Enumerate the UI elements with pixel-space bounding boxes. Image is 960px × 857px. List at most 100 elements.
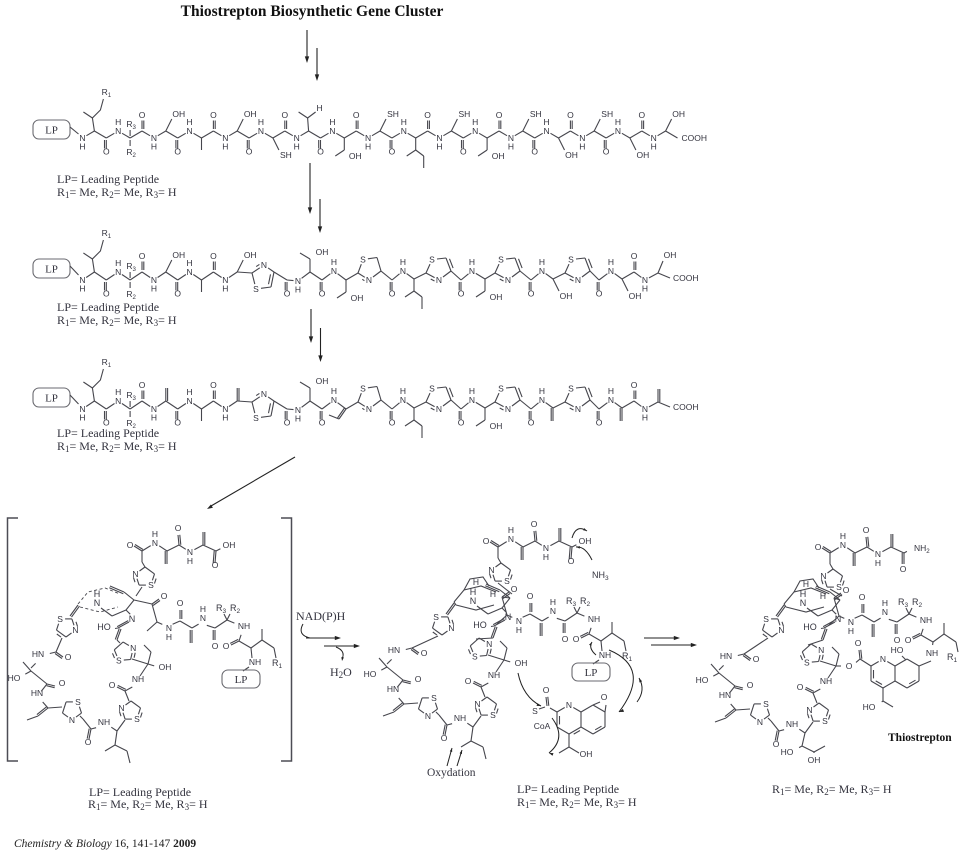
svg-text:O: O: [389, 418, 396, 428]
svg-text:H: H: [472, 117, 478, 127]
svg-text:H: H: [115, 387, 121, 397]
svg-text:OH: OH: [565, 150, 578, 160]
svg-text:LP= Leading Peptide: LP= Leading Peptide: [57, 172, 159, 186]
svg-text:O: O: [389, 147, 396, 157]
svg-text:H: H: [608, 386, 614, 396]
svg-text:Thiostrepton: Thiostrepton: [888, 732, 952, 744]
svg-text:S: S: [504, 576, 510, 586]
svg-text:N: N: [880, 654, 886, 664]
svg-text:H: H: [608, 257, 614, 267]
svg-text:S: S: [433, 612, 439, 622]
svg-text:N: N: [882, 607, 888, 617]
svg-text:N: N: [366, 404, 372, 414]
svg-text:S: S: [134, 714, 140, 724]
svg-text:N: N: [806, 705, 812, 715]
svg-text:O: O: [421, 648, 428, 658]
svg-text:N: N: [757, 717, 763, 727]
svg-text:OH: OH: [316, 376, 329, 386]
svg-text:S: S: [763, 699, 769, 709]
svg-text:H: H: [222, 413, 228, 423]
svg-text:H: H: [258, 117, 264, 127]
svg-text:H: H: [79, 413, 85, 423]
svg-text:H: H: [79, 142, 85, 152]
svg-text:H: H: [508, 142, 514, 152]
svg-text:N: N: [474, 699, 480, 709]
svg-text:SH: SH: [458, 109, 470, 119]
svg-text:OH: OH: [560, 291, 573, 301]
svg-text:O: O: [631, 380, 638, 390]
svg-text:OH: OH: [515, 658, 528, 668]
svg-text:N: N: [329, 126, 335, 136]
svg-text:O: O: [511, 584, 518, 594]
svg-text:H: H: [543, 552, 549, 562]
svg-text:N: N: [840, 540, 846, 550]
svg-text:N: N: [152, 538, 158, 548]
svg-text:O: O: [161, 591, 168, 601]
svg-text:HN: HN: [387, 684, 399, 694]
svg-text:O: O: [127, 540, 134, 550]
svg-text:O: O: [319, 418, 326, 428]
svg-text:O: O: [528, 289, 535, 299]
svg-text:H: H: [803, 579, 809, 589]
svg-text:O: O: [177, 598, 184, 608]
svg-text:H: H: [544, 117, 550, 127]
svg-text:O: O: [496, 110, 503, 120]
svg-text:O: O: [531, 519, 538, 529]
svg-text:LP: LP: [45, 125, 58, 137]
svg-text:H: H: [401, 117, 407, 127]
svg-text:H: H: [329, 117, 335, 127]
svg-text:HN: HN: [388, 645, 400, 655]
svg-text:R1= Me, R2= Me, R3= H: R1= Me, R2= Me, R3= H: [517, 795, 637, 810]
svg-text:S: S: [822, 716, 828, 726]
svg-text:O: O: [441, 733, 448, 743]
svg-text:S: S: [568, 384, 574, 394]
svg-text:N: N: [115, 267, 121, 277]
svg-text:H: H: [436, 142, 442, 152]
svg-text:O: O: [483, 536, 490, 546]
svg-text:R1= Me, R2= Me, R3= H: R1= Me, R2= Me, R3= H: [57, 439, 177, 454]
svg-text:S: S: [253, 284, 259, 294]
svg-text:N: N: [544, 126, 550, 136]
svg-text:LP: LP: [45, 264, 58, 276]
svg-text:N: N: [187, 126, 193, 136]
svg-text:N: N: [486, 639, 492, 649]
svg-text:O: O: [797, 682, 804, 692]
svg-text:N: N: [129, 614, 136, 624]
svg-text:H: H: [115, 258, 121, 268]
svg-text:S: S: [75, 697, 81, 707]
svg-text:S: S: [431, 693, 437, 703]
svg-text:O: O: [139, 380, 146, 390]
svg-text:S: S: [836, 582, 842, 592]
svg-text:O: O: [846, 661, 853, 671]
svg-text:O: O: [210, 110, 217, 120]
svg-text:N: N: [539, 266, 545, 276]
svg-text:O: O: [573, 634, 580, 644]
svg-text:HN: HN: [32, 649, 44, 659]
svg-text:O: O: [458, 289, 465, 299]
svg-text:N: N: [575, 275, 581, 285]
svg-text:NH: NH: [98, 717, 110, 727]
svg-text:N: N: [258, 126, 264, 136]
svg-text:S: S: [253, 413, 259, 423]
svg-text:HO: HO: [803, 622, 817, 632]
svg-text:OH: OH: [244, 250, 257, 260]
svg-text:H: H: [642, 284, 648, 294]
svg-text:O: O: [601, 692, 608, 702]
svg-text:OH: OH: [159, 662, 172, 672]
svg-text:H: H: [187, 258, 193, 268]
svg-text:OH: OH: [316, 247, 329, 257]
svg-text:H: H: [400, 386, 406, 396]
svg-text:HO: HO: [97, 622, 111, 632]
svg-text:OH: OH: [490, 421, 503, 431]
svg-text:LP= Leading Peptide: LP= Leading Peptide: [57, 426, 159, 440]
svg-text:N: N: [469, 266, 475, 276]
svg-text:N: N: [472, 126, 478, 136]
svg-text:Thiostrepton Biosynthetic Gene: Thiostrepton Biosynthetic Gene Cluster: [181, 3, 444, 20]
svg-text:O: O: [424, 110, 431, 120]
svg-text:SH: SH: [530, 109, 542, 119]
svg-text:N: N: [566, 700, 572, 710]
svg-text:H: H: [516, 625, 522, 635]
svg-text:OH: OH: [349, 151, 362, 161]
svg-text:LP: LP: [45, 393, 58, 405]
svg-text:OH: OH: [490, 292, 503, 302]
